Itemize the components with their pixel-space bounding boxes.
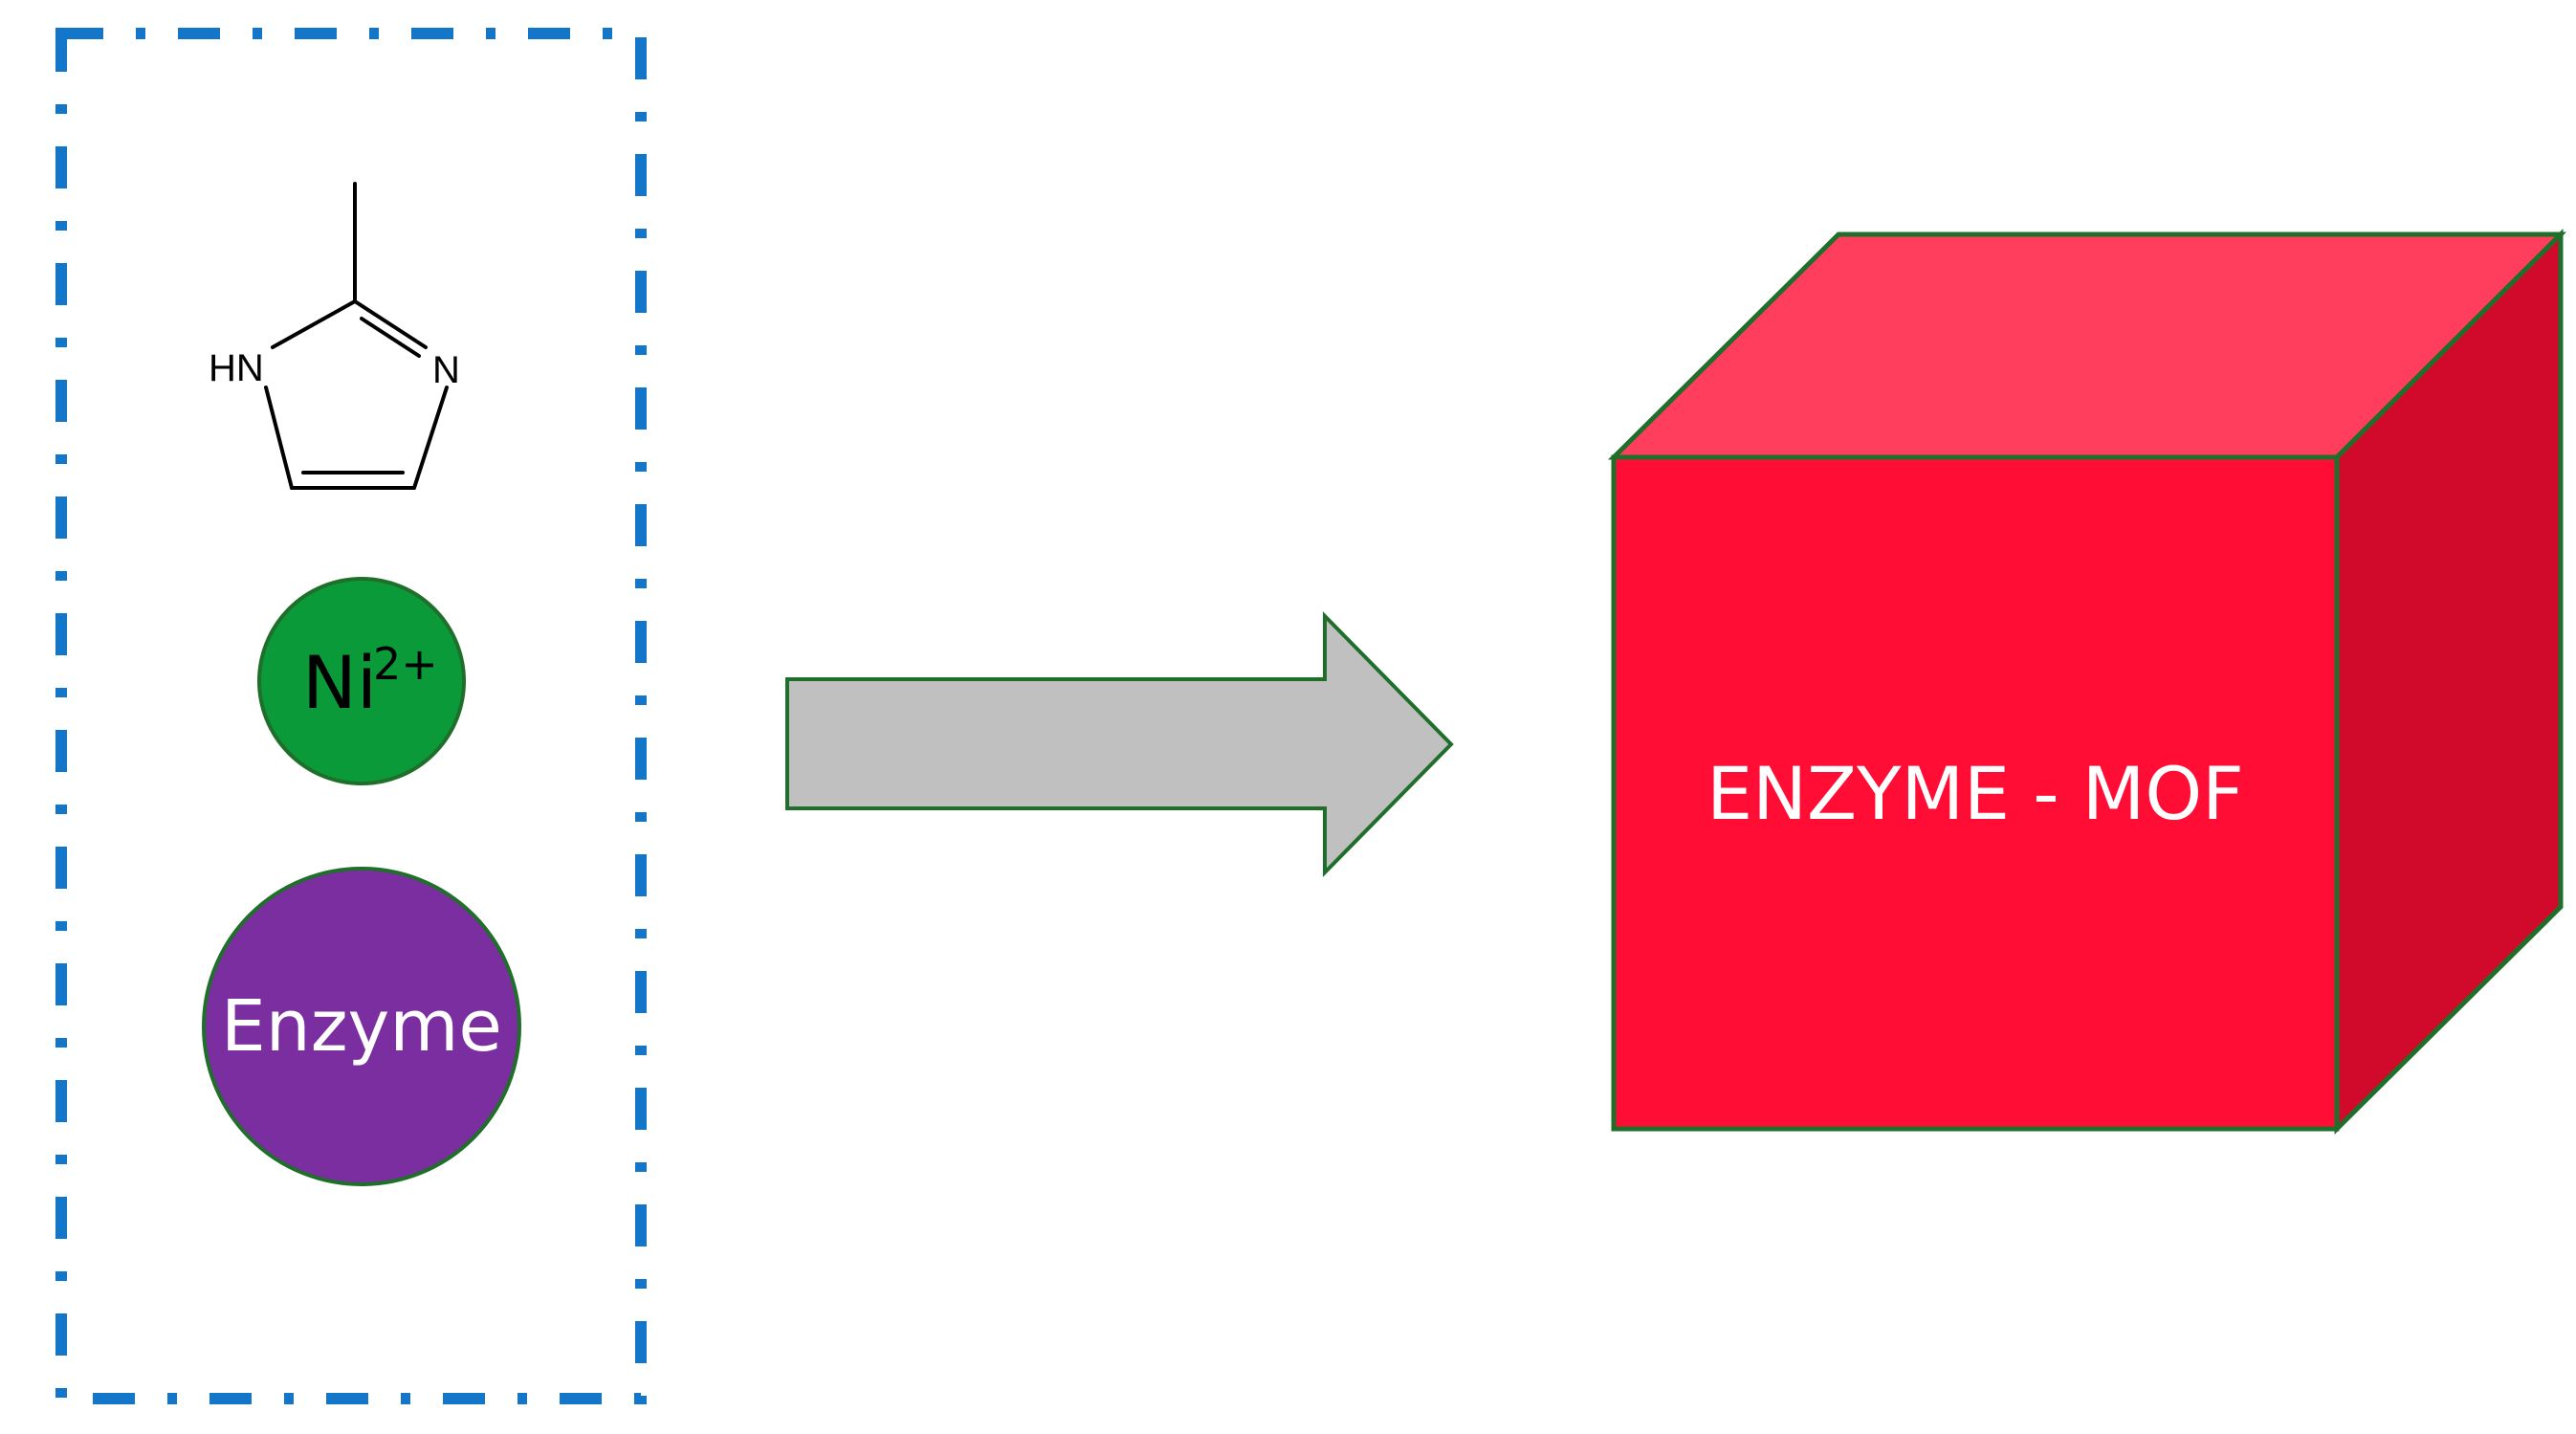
methylimidazole-ligand [264,182,449,490]
bond-c2-n1 [271,299,357,349]
enzyme-circle [202,867,521,1186]
ligand-nh-label: HN [209,347,264,389]
bond-n3-c4 [412,386,449,490]
enzyme-mof-label: ENZYME - MOF [1706,751,2244,836]
bond-c2-n3-double [360,317,421,358]
bond-n1-c5 [264,386,294,490]
ligand-n-label: N [432,349,460,391]
enzyme: Enzyme [202,867,521,1186]
reactants-dashdot-border [55,28,647,1404]
reactants-group [55,28,647,1404]
nickel-ion-symbol: Ni [302,640,377,725]
enzyme-mof-cube: ENZYME - MOF [1607,228,2567,1135]
enzyme-label: Enzyme [221,985,502,1068]
nickel-ion-charge: 2+ [373,638,438,690]
nickel-ion-circle [257,577,466,785]
bond-c2-n3 [353,299,428,349]
cube-front-face [1611,454,2340,1132]
nickel-ion: Ni 2+ [257,577,466,785]
reaction-arrow [785,611,1454,877]
